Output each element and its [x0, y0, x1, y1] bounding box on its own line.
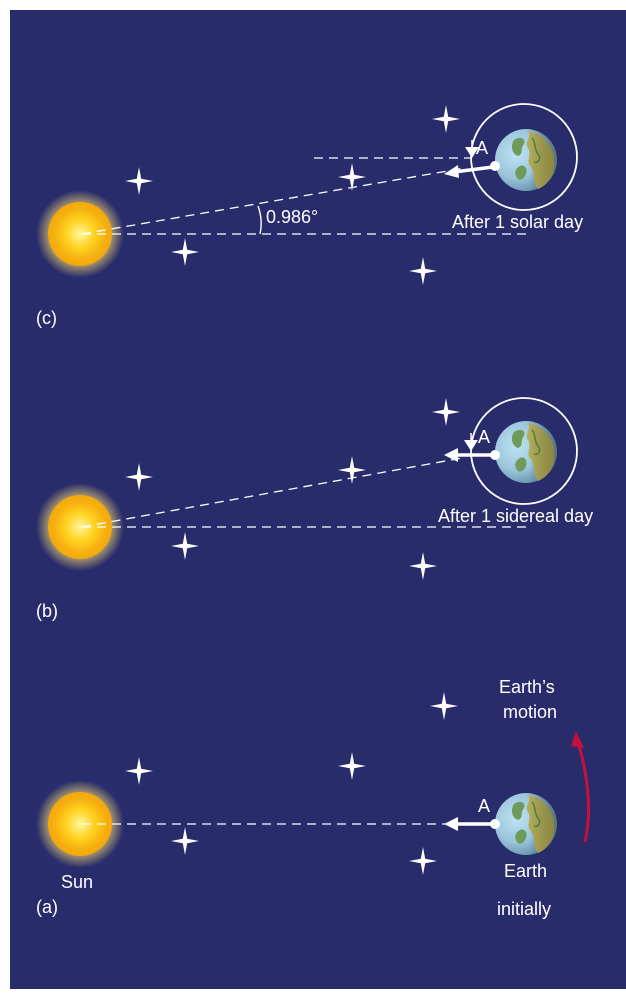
motion-arrow-curve [576, 741, 591, 843]
sun-label: Sun [61, 872, 93, 892]
point-a-marker [490, 161, 500, 171]
point-a-marker [490, 450, 500, 460]
panel-b: A After 1 sidereal day (b) [36, 397, 593, 621]
pointer-arrowhead [444, 448, 458, 462]
earth-label-line1: Earth [504, 861, 547, 881]
sun-a [36, 780, 124, 868]
pointer-arrowhead [444, 817, 458, 831]
orbit-ring [470, 103, 578, 211]
panel-a: A Earth’s motion Sun Earth initially (a) [36, 677, 591, 919]
motion-label-line1: Earth’s [499, 677, 555, 697]
panel-letter: (a) [36, 897, 58, 917]
point-a-marker [490, 819, 500, 829]
point-a-label: A [476, 138, 488, 158]
panel-letter: (c) [36, 308, 57, 328]
motion-label-line2: motion [503, 702, 557, 722]
panel-caption: After 1 solar day [452, 212, 583, 232]
rotation-arrowhead [464, 440, 478, 451]
panel-c: 0.986° A After 1 solar day (c) [36, 103, 583, 328]
earth-b [494, 420, 558, 484]
angle-label: 0.986° [266, 207, 318, 227]
pointer-arrow-shaft [453, 165, 494, 174]
rotation-arrowhead [465, 147, 479, 158]
angle-arc [257, 205, 262, 235]
panel-letter: (b) [36, 601, 58, 621]
point-a-label: A [478, 796, 490, 816]
sun-direction-line [81, 167, 466, 235]
panel-caption: After 1 sidereal day [438, 506, 593, 526]
point-a-label: A [478, 427, 490, 447]
sun-direction-line [81, 457, 463, 528]
sun-c [36, 190, 124, 278]
earth-label-line2: initially [497, 899, 551, 919]
earth-a [494, 792, 558, 856]
motion-arrowhead [571, 731, 584, 748]
pointer-arrowhead [444, 165, 459, 178]
earth-c [494, 128, 558, 192]
sun-b [36, 483, 124, 571]
